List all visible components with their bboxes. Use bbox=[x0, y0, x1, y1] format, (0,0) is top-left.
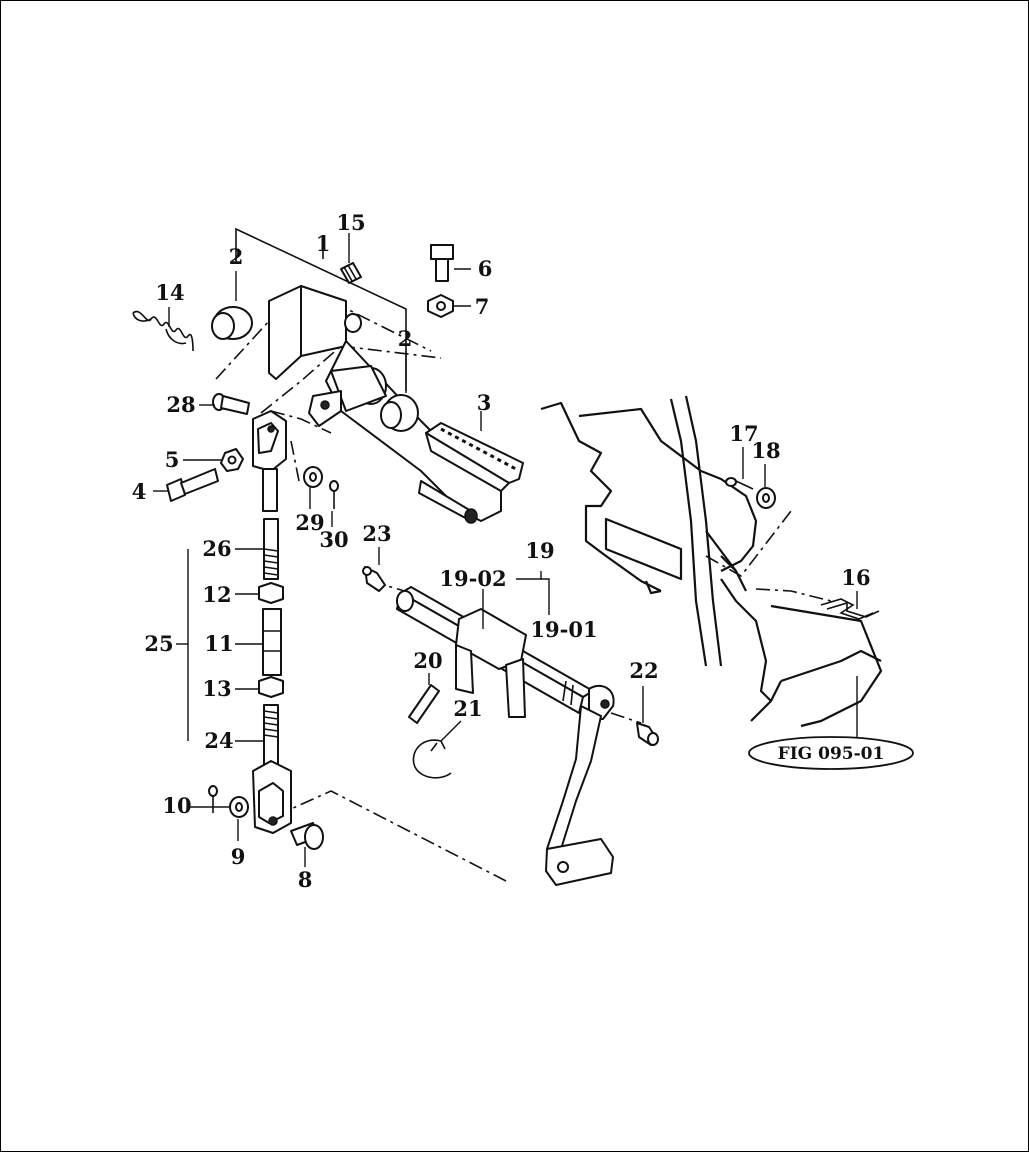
spring-bracket-16 bbox=[820, 598, 880, 620]
spring-clip-21 bbox=[412, 739, 452, 779]
nut-5 bbox=[220, 448, 244, 472]
cotter-pin-10 bbox=[208, 785, 218, 813]
label-19-02: 19-02 bbox=[439, 566, 506, 591]
bushing-right bbox=[380, 394, 419, 432]
lower-clevis bbox=[252, 760, 292, 834]
grease-fitting-23 bbox=[362, 566, 386, 592]
upper-clevis bbox=[252, 410, 287, 512]
label-13: 13 bbox=[202, 676, 231, 701]
label-5: 5 bbox=[165, 447, 180, 472]
pedal-arm bbox=[268, 285, 502, 524]
nut-7 bbox=[427, 294, 454, 318]
roll-pin-20 bbox=[408, 684, 440, 724]
label-30: 30 bbox=[319, 527, 348, 552]
rod-26 bbox=[263, 518, 279, 580]
bolt-4 bbox=[166, 468, 219, 502]
leader-lines bbox=[153, 233, 858, 867]
bushing-left bbox=[211, 306, 253, 340]
label-4: 4 bbox=[132, 479, 147, 504]
clevis-pin-8 bbox=[290, 822, 324, 850]
label-1: 1 bbox=[316, 231, 331, 256]
tractor-body-outline bbox=[540, 395, 883, 728]
shift-lever bbox=[545, 684, 615, 886]
figure-reference-text: FIG 095-01 bbox=[778, 744, 885, 764]
label-3: 3 bbox=[477, 390, 492, 415]
nut-13 bbox=[258, 676, 284, 698]
label-28: 28 bbox=[166, 392, 195, 417]
label-8: 8 bbox=[298, 867, 313, 892]
label-20: 20 bbox=[413, 648, 442, 673]
callout-labels: 1 2 2 3 4 5 6 7 8 9 10 11 12 13 14 15 16… bbox=[132, 210, 871, 892]
label-14: 14 bbox=[155, 280, 184, 305]
label-6: 6 bbox=[478, 256, 493, 281]
label-2-left: 2 bbox=[229, 244, 244, 269]
figure-reference[interactable]: FIG 095-01 bbox=[748, 736, 914, 770]
label-10: 10 bbox=[162, 793, 191, 818]
label-29: 29 bbox=[295, 510, 324, 535]
nut-12 bbox=[258, 582, 284, 604]
item-1-bracket bbox=[235, 227, 407, 391]
grease-fitting-22 bbox=[636, 722, 659, 746]
shift-shaft bbox=[396, 586, 594, 718]
bolt-6 bbox=[430, 244, 454, 282]
clevis-pin-28 bbox=[212, 393, 250, 415]
turnbuckle-11 bbox=[262, 608, 282, 676]
return-spring bbox=[132, 310, 194, 352]
label-19-01: 19-01 bbox=[530, 617, 597, 642]
label-19: 19 bbox=[525, 538, 554, 563]
label-15: 15 bbox=[336, 210, 365, 235]
cotter-pin-17 bbox=[725, 477, 754, 490]
set-screw bbox=[340, 262, 362, 284]
label-12: 12 bbox=[202, 582, 231, 607]
washer-18 bbox=[756, 487, 776, 509]
label-11: 11 bbox=[204, 631, 233, 656]
rod-24 bbox=[263, 704, 279, 766]
label-22: 22 bbox=[629, 658, 658, 683]
washer-9 bbox=[229, 796, 249, 818]
label-23: 23 bbox=[362, 521, 391, 546]
label-17: 17 bbox=[729, 421, 758, 446]
label-18: 18 bbox=[751, 438, 780, 463]
label-7: 7 bbox=[475, 294, 490, 319]
label-21: 21 bbox=[453, 696, 482, 721]
label-24: 24 bbox=[204, 728, 233, 753]
cotter-pin-30 bbox=[329, 480, 339, 509]
label-9: 9 bbox=[231, 844, 246, 869]
washer-29 bbox=[303, 466, 323, 488]
label-26: 26 bbox=[202, 536, 231, 561]
label-25: 25 bbox=[144, 631, 173, 656]
pedal-pad bbox=[425, 422, 524, 492]
assembly-lines bbox=[215, 285, 832, 882]
label-16: 16 bbox=[841, 565, 870, 590]
label-2-right: 2 bbox=[398, 326, 413, 351]
